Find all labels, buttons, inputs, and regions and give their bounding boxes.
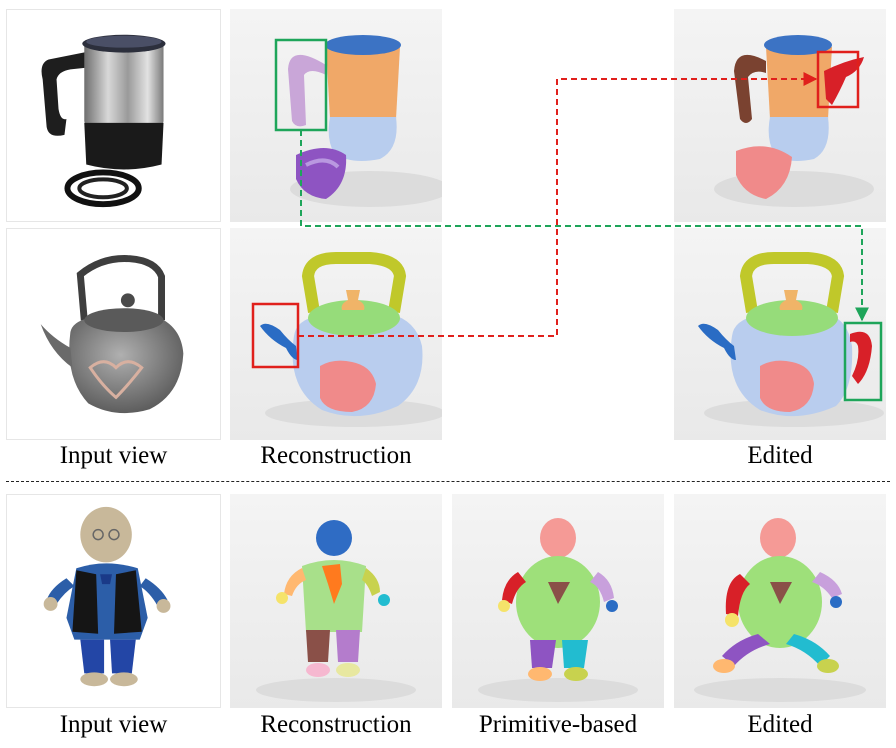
teapot-edited-image [698,252,884,427]
kettle-reconstruction [230,9,442,222]
caption-reconstruction-top: Reconstruction [260,442,412,469]
caption-primitive-based: Primitive-based [478,711,638,738]
doll-edited-image [694,518,866,702]
section-divider [6,481,890,482]
caption-input-view-top: Input view [59,442,168,469]
teapot-photo-image [40,255,184,414]
doll-edited [674,494,886,708]
caption-edited-top: Edited [747,442,813,469]
caption-reconstruction-bottom: Reconstruction [260,711,412,738]
doll-primitive-image [478,518,638,702]
kettle-input-view [6,9,221,222]
doll-reconstruction-image [256,520,416,702]
teapot-reconstruction-image [260,252,442,427]
doll-photo-image [43,506,171,687]
kettle-edited [674,9,886,222]
teapot-reconstruction [230,228,442,440]
doll-input-view [6,494,221,708]
doll-primitive-based [452,494,664,708]
caption-edited-bottom: Edited [747,711,813,738]
teapot-input-view [6,228,221,440]
kettle-reconstruction-image [288,35,442,207]
caption-input-view-bottom: Input view [59,711,168,738]
kettle-photo-image [41,34,166,208]
teapot-edited [674,228,886,440]
kettle-edited-image [714,35,874,207]
doll-reconstruction [230,494,442,708]
